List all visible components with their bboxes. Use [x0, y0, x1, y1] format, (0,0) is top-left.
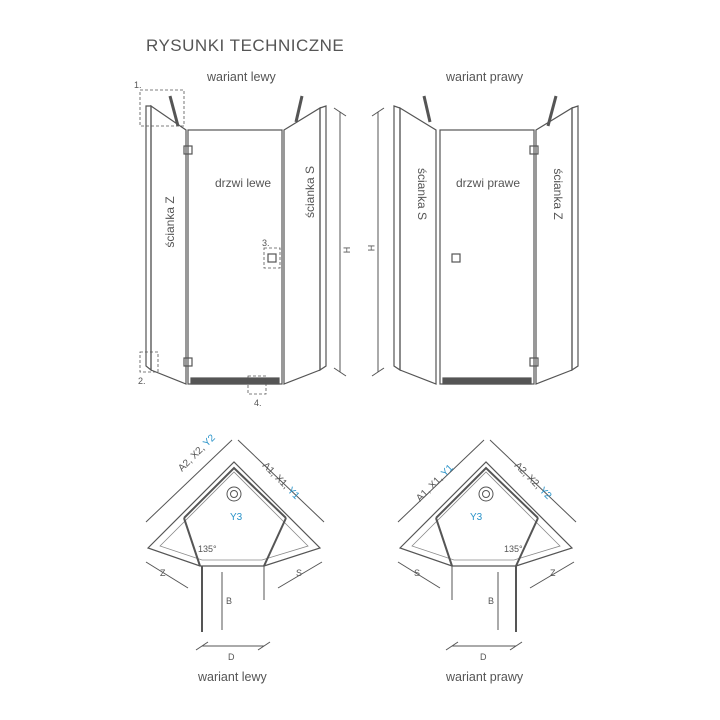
hinge-bottom-right	[529, 357, 539, 367]
hinge-top-left	[183, 145, 193, 155]
dim-line-side-b-left	[237, 439, 325, 523]
hinge-top-right	[529, 145, 539, 155]
wall-s-label-right: ścianka S	[415, 168, 429, 220]
stabilizer-bar-1	[168, 95, 180, 127]
wall-z-label-left: ścianka Z	[163, 196, 177, 247]
handle-right	[451, 253, 461, 263]
hinge-bottom-left	[183, 357, 193, 367]
wall-s-label-left: ścianka S	[303, 166, 317, 218]
callout-box-1	[139, 89, 185, 127]
callout-box-4	[247, 375, 267, 395]
door-label-right: drzwi prawe	[456, 176, 520, 190]
drain-right	[478, 486, 494, 502]
dim-line-s-left	[277, 561, 323, 589]
callout-box-2	[139, 351, 159, 373]
wall-z-panel-right	[571, 105, 579, 372]
wall-s-panel-left	[319, 105, 327, 372]
plan-right-caption: wariant prawy	[446, 670, 524, 684]
plan-left-caption: wariant lewy	[198, 670, 267, 684]
stabilizer-bar-2	[294, 95, 304, 123]
callout-4: 4.	[254, 398, 262, 408]
s-label-left: S	[296, 568, 302, 578]
y3-label-left: Y3	[230, 512, 243, 523]
y3-label-right: Y3	[470, 512, 483, 523]
height-label-right: H	[366, 245, 376, 252]
b-label-right: B	[488, 596, 494, 606]
b-label-left: B	[226, 596, 232, 606]
elevation-right-heading: wariant prawy	[446, 70, 524, 84]
dim-line-s-right	[397, 561, 441, 589]
dim-line-z-left	[145, 561, 189, 589]
z-label-right: Z	[550, 568, 556, 578]
callout-3: 3.	[262, 238, 270, 248]
door-label-left: drzwi lewe	[215, 176, 271, 190]
door-bottom-seal-left	[190, 377, 280, 385]
dim-line-z-right	[529, 561, 575, 589]
dim-line-side-a-right	[397, 439, 485, 523]
angle-label-left: 135°	[198, 544, 217, 554]
tray-outline-left	[146, 461, 322, 567]
d-label-right: D	[480, 652, 487, 662]
page-title: RYSUNKI TECHNICZNE	[146, 36, 345, 55]
enclosure-walls-right	[435, 466, 539, 519]
wall-z-face-left	[150, 104, 187, 385]
handle-left	[267, 253, 277, 263]
dim-line-side-a-left	[145, 439, 233, 523]
drain-left	[226, 486, 242, 502]
z-label-left: Z	[160, 568, 166, 578]
dim-line-side-b-right	[489, 439, 577, 523]
height-label-left: H	[342, 247, 352, 254]
callout-box-3	[263, 247, 281, 269]
s-label-right: S	[414, 568, 420, 578]
door-bottom-seal-right	[442, 377, 532, 385]
callout-1: 1.	[134, 80, 142, 90]
elevation-left-heading: wariant lewy	[207, 70, 276, 84]
wall-z-label-right: ścianka Z	[551, 168, 565, 219]
angle-label-right: 135°	[504, 544, 523, 554]
stabilizer-bar-4	[546, 95, 558, 127]
dim-label-side-b-right: A2, X2, Y2	[512, 460, 554, 502]
enclosure-walls-left	[183, 466, 287, 519]
wall-s-face-right	[399, 106, 437, 385]
callout-2: 2.	[138, 376, 146, 386]
d-label-left: D	[228, 652, 235, 662]
tray-outline-right	[398, 461, 574, 567]
stabilizer-bar-3	[422, 95, 432, 123]
